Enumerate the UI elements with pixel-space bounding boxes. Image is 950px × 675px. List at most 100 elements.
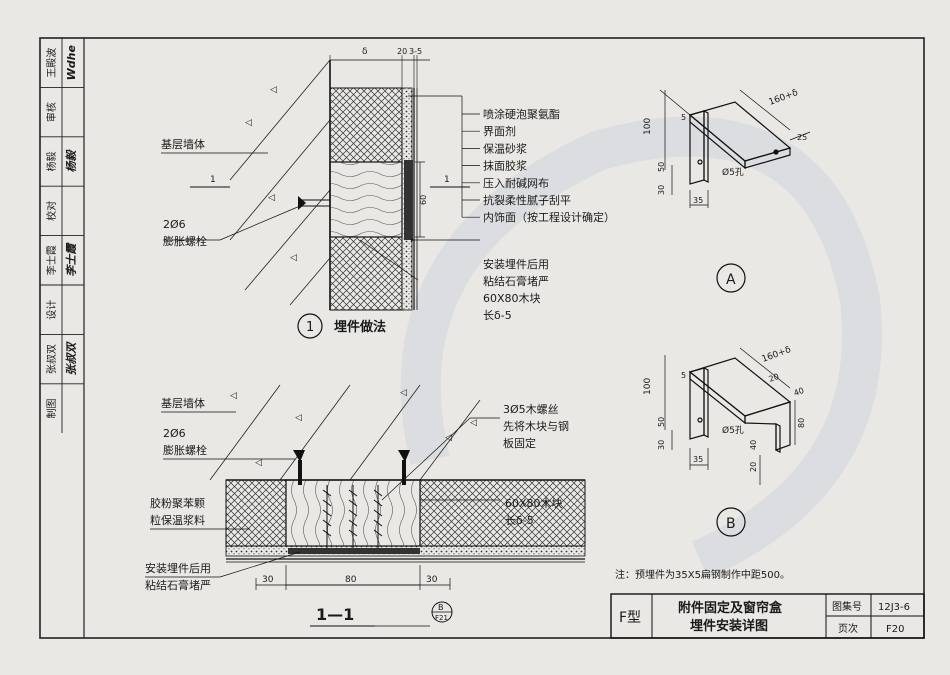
a-label-circle xyxy=(716,263,746,293)
a-dim-50: 50 xyxy=(657,162,666,172)
signature-strip: 王殿波 Wdhe 审核杨毅杨毅校对李士霞李士霞设计张叔双张叔双制图 xyxy=(40,45,84,419)
dim-30-right: 30 xyxy=(426,575,438,585)
svg-text:◁: ◁ xyxy=(255,458,262,468)
section-1-1: ◁ ◁ ◁ ◁ ◁ ◁ xyxy=(145,384,586,627)
label-block-2: 长δ-5 xyxy=(483,309,512,322)
a-hole: Ø5孔 xyxy=(722,167,744,178)
tb-title-2: 埋件安装详图 xyxy=(690,618,768,634)
b-dim-35: 35 xyxy=(693,455,703,464)
layer-label-0: 喷涂硬泡聚氨酯 xyxy=(483,107,560,121)
layer-label-6: 内饰面（按工程设计确定） xyxy=(483,210,615,224)
note: 注：预埋件为35X5扁钢制作中距500。 xyxy=(615,568,790,581)
layer-label-2: 保温砂浆 xyxy=(483,141,527,155)
label-bolt-1: 2Ø6 xyxy=(163,218,186,231)
sig-sign-0: Wdhe xyxy=(65,45,78,81)
ref-b: B xyxy=(438,603,444,612)
dim-20: 20 xyxy=(397,47,407,56)
svg-text:◁: ◁ xyxy=(470,418,477,428)
b-dim-80: 80 xyxy=(797,418,806,428)
label-bolt-2: 膨胀螺栓 xyxy=(163,234,207,248)
a-dim-25: 25 xyxy=(797,133,807,142)
insulation-lower xyxy=(329,236,403,311)
dim-80: 80 xyxy=(345,575,357,585)
tb-atlas-no: 12J3-6 xyxy=(878,602,910,613)
dim-3-5: 3-5 xyxy=(409,47,422,56)
a-dim-100: 100 xyxy=(643,118,653,135)
dim-delta: δ xyxy=(362,47,368,57)
sig-sign-2: 杨毅 xyxy=(65,149,78,173)
b-dim-100: 100 xyxy=(643,378,653,395)
b-label: B xyxy=(726,516,736,532)
sig-role-0: 王殿波 xyxy=(45,48,58,78)
sig-role-5: 设计 xyxy=(45,300,58,320)
dim-30-left: 30 xyxy=(262,575,274,585)
b-dim-20: 20 xyxy=(768,372,781,384)
watermark xyxy=(400,116,882,579)
a-dim-30: 30 xyxy=(657,185,666,195)
a-dim-35: 35 xyxy=(693,196,703,205)
layer-label-1: 界面剂 xyxy=(483,124,516,138)
label-install-2: 粘结石膏堵严 xyxy=(483,274,549,288)
s-label-bolt-2: 膨胀螺栓 xyxy=(163,443,207,457)
sig-sign-4: 李士霞 xyxy=(65,242,78,277)
detail-1: ◁ ◁ ◁ ◁ 1 1 δ 20 3-5 xyxy=(161,47,615,339)
section-mark-right: 1 xyxy=(444,175,450,185)
b-dim-50: 50 xyxy=(657,417,666,427)
sig-role-4: 李士霞 xyxy=(45,245,58,275)
svg-text:◁: ◁ xyxy=(268,193,275,203)
b-dim-20b: 20 xyxy=(749,462,758,472)
dim-60: 60 xyxy=(419,195,428,205)
b-hole: Ø5孔 xyxy=(722,425,744,436)
svg-text:◁: ◁ xyxy=(245,118,252,128)
b-label-circle xyxy=(716,507,746,537)
insulation-upper xyxy=(329,87,403,163)
s-label-screw-3: 板固定 xyxy=(503,436,536,450)
tb-title-1: 附件固定及窗帘盒 xyxy=(678,600,783,616)
sig-role-1: 审核 xyxy=(45,102,58,122)
wall-hatch xyxy=(229,59,331,306)
layer-label-4: 压入耐碱网布 xyxy=(483,177,549,190)
outer-frame xyxy=(39,37,925,639)
sig-role-2: 杨毅 xyxy=(45,152,58,172)
tb-page-label: 页次 xyxy=(838,622,858,635)
sig-role-3: 校对 xyxy=(45,201,58,221)
title-block xyxy=(610,593,925,639)
label-wall: 基层墙体 xyxy=(161,137,205,151)
section-title: 1—1 xyxy=(316,605,354,624)
svg-text:◁: ◁ xyxy=(290,253,297,263)
s-label-block-1: 60X80木块 xyxy=(505,497,563,510)
svg-text:◁: ◁ xyxy=(270,85,277,95)
tb-atlas-label: 图集号 xyxy=(832,600,862,613)
sig-sign-6: 张叔双 xyxy=(65,341,78,376)
s-label-insul-1: 胶粉聚苯颗 xyxy=(150,496,205,510)
s-label-bolt-1: 2Ø6 xyxy=(163,427,186,440)
s-label-block-2: 长δ-5 xyxy=(505,514,534,527)
label-block-1: 60X80木块 xyxy=(483,292,541,305)
s-label-install-2: 粘结石膏堵严 xyxy=(145,578,211,592)
layer-label-5: 抗裂柔性腻子刮平 xyxy=(483,193,571,207)
s-label-screw-2: 先将木块与钢 xyxy=(503,420,569,433)
svg-text:◁: ◁ xyxy=(295,413,302,423)
layer-label-3: 抹面胶浆 xyxy=(483,159,527,173)
detail-a xyxy=(659,89,811,208)
s-label-wall: 基层墙体 xyxy=(161,396,205,410)
s-label-insul-2: 粒保温浆料 xyxy=(150,513,205,527)
b-dim-40b: 40 xyxy=(749,440,758,450)
layer-labels: 喷涂硬泡聚氨酯界面剂保温砂浆抹面胶浆压入耐碱网布抗裂柔性腻子刮平内饰面（按工程设… xyxy=(408,95,615,224)
wood-block xyxy=(329,161,403,238)
sig-role-7: 制图 xyxy=(45,399,58,419)
a-dim-5: 5 xyxy=(681,113,686,122)
svg-text:◁: ◁ xyxy=(400,388,407,398)
s-label-screw-1: 3Ø5木螺丝 xyxy=(503,403,559,416)
detail-1-number: 1 xyxy=(306,320,314,335)
ref-f21: F21 xyxy=(435,614,448,622)
sig-role-6: 张叔双 xyxy=(46,344,58,374)
tb-page-no: F20 xyxy=(886,624,904,635)
b-dim-5: 5 xyxy=(681,371,686,380)
b-dim-40: 40 xyxy=(793,386,806,398)
label-install-1: 安装埋件后用 xyxy=(483,257,549,271)
s-label-install-1: 安装埋件后用 xyxy=(145,561,211,575)
a-label: A xyxy=(726,272,736,288)
